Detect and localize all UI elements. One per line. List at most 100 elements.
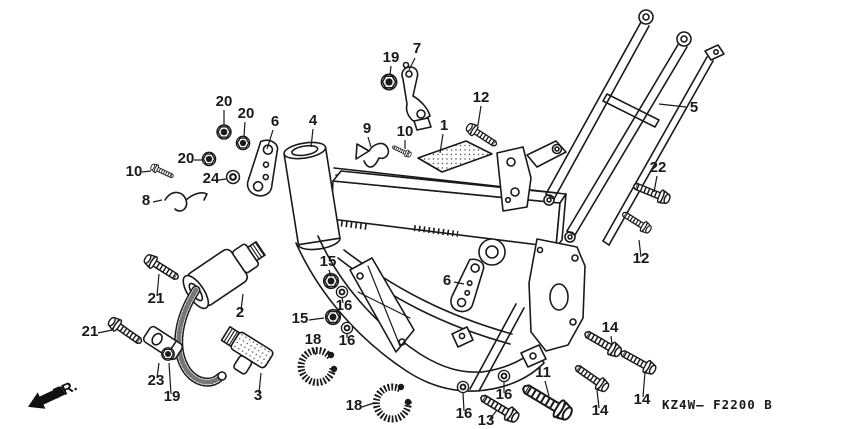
part-label-16: 16 bbox=[336, 297, 353, 314]
part-label-6: 6 bbox=[443, 272, 451, 289]
part-12-bolt-icon bbox=[619, 208, 654, 236]
leader-line-21 bbox=[97, 329, 113, 334]
leader-line-18 bbox=[312, 347, 317, 356]
leader-line-11 bbox=[544, 380, 550, 397]
leader-line-3 bbox=[258, 372, 262, 394]
part-label-12: 12 bbox=[633, 250, 650, 267]
leader-line-12 bbox=[638, 239, 642, 258]
leader-line-6 bbox=[453, 281, 465, 285]
leader-line-15 bbox=[328, 269, 332, 277]
leader-line-13 bbox=[489, 409, 498, 420]
part-label-3: 3 bbox=[254, 387, 262, 404]
leader-line-16 bbox=[341, 296, 344, 304]
diagram-code: KZ4W— F2200 B bbox=[662, 397, 773, 412]
part-label-24: 24 bbox=[203, 170, 220, 187]
wire-hook bbox=[164, 191, 208, 212]
part-label-21: 21 bbox=[148, 290, 165, 307]
part-16-collar-icon bbox=[456, 380, 470, 394]
part-label-13: 13 bbox=[478, 412, 495, 429]
part-label-20: 20 bbox=[178, 150, 195, 167]
leader-line-9 bbox=[367, 136, 372, 148]
part-label-5: 5 bbox=[690, 99, 698, 116]
part-label-18: 18 bbox=[346, 397, 363, 414]
leader-line-2 bbox=[240, 293, 244, 311]
part-label-9: 9 bbox=[363, 120, 371, 137]
part-label-15: 15 bbox=[320, 253, 337, 270]
leader-line-14 bbox=[610, 335, 613, 345]
part-label-7: 7 bbox=[413, 40, 421, 57]
spark-plug-cap bbox=[220, 325, 274, 375]
fr-direction-arrow-icon bbox=[27, 386, 66, 409]
leader-line-7 bbox=[408, 57, 416, 71]
leader-line-6 bbox=[266, 129, 274, 150]
leader-line-19 bbox=[389, 65, 392, 76]
leader-line-12 bbox=[477, 105, 482, 126]
circlip-right bbox=[372, 383, 412, 423]
part-label-16: 16 bbox=[456, 405, 473, 422]
fr-label: FR. bbox=[51, 377, 80, 402]
rubber-mat bbox=[417, 140, 493, 173]
part-20-nut-icon bbox=[216, 124, 232, 140]
part-label-2: 2 bbox=[236, 304, 244, 321]
part-label-6: 6 bbox=[271, 113, 279, 130]
part-10-bolt-icon bbox=[149, 162, 176, 181]
part-label-16: 16 bbox=[496, 386, 513, 403]
leader-line-21 bbox=[156, 273, 160, 297]
circlip-left bbox=[297, 346, 338, 386]
leader-line-23 bbox=[156, 362, 160, 379]
part-label-11: 11 bbox=[535, 364, 551, 381]
part-label-22: 22 bbox=[650, 159, 667, 176]
part-label-12: 12 bbox=[473, 89, 490, 106]
part-label-23: 23 bbox=[148, 372, 165, 389]
part-11-bolt-icon bbox=[517, 378, 577, 425]
leader-line-19 bbox=[168, 362, 172, 395]
part-21-bolt-icon bbox=[141, 251, 183, 285]
leader-line-1 bbox=[439, 133, 444, 154]
part-16-collar-icon bbox=[335, 285, 349, 299]
part-16-collar-icon bbox=[497, 369, 511, 383]
part-14-bolt-icon bbox=[617, 345, 659, 378]
part-label-21: 21 bbox=[82, 323, 99, 340]
part-label-14: 14 bbox=[634, 391, 651, 408]
leader-line-4 bbox=[310, 128, 314, 148]
part-10-bolt-icon bbox=[390, 143, 413, 159]
leader-line-16 bbox=[462, 392, 465, 412]
part-22-bolt-icon bbox=[630, 178, 673, 207]
leader-line-20 bbox=[243, 121, 246, 137]
leader-line-15 bbox=[308, 317, 325, 321]
rear-subframe bbox=[543, 9, 725, 246]
bracket-arm bbox=[401, 61, 432, 131]
ignition-coil bbox=[174, 240, 266, 387]
leader-line-5 bbox=[658, 103, 687, 108]
hanger-bracket-top bbox=[246, 139, 279, 197]
leader-line-18 bbox=[361, 402, 375, 408]
part-label-16: 16 bbox=[339, 332, 356, 349]
part-19-nut-icon bbox=[161, 347, 175, 361]
part-label-10: 10 bbox=[126, 163, 143, 180]
part-label-8: 8 bbox=[142, 192, 150, 209]
part-20-nut-icon bbox=[201, 151, 217, 167]
part-label-18: 18 bbox=[305, 331, 322, 348]
part-label-14: 14 bbox=[592, 402, 609, 419]
part-label-10: 10 bbox=[397, 123, 414, 140]
leader-line-22 bbox=[653, 175, 658, 193]
part-19-nut-icon bbox=[380, 73, 398, 91]
part-label-4: 4 bbox=[309, 112, 318, 129]
leader-line-24 bbox=[218, 178, 227, 181]
part-label-15: 15 bbox=[292, 310, 309, 327]
leader-line-14 bbox=[596, 389, 600, 409]
wire-clip bbox=[355, 142, 390, 168]
main-frame-body bbox=[283, 140, 586, 392]
part-20-nut-icon bbox=[235, 135, 251, 151]
part-21-bolt-icon bbox=[105, 314, 146, 349]
part-label-20: 20 bbox=[238, 105, 255, 122]
part-14-bolt-icon bbox=[571, 360, 612, 395]
leader-line-14 bbox=[642, 371, 646, 398]
part-label-19: 19 bbox=[164, 388, 181, 405]
part-label-14: 14 bbox=[602, 319, 619, 336]
part-label-1: 1 bbox=[440, 117, 448, 134]
part-label-19: 19 bbox=[383, 49, 400, 66]
